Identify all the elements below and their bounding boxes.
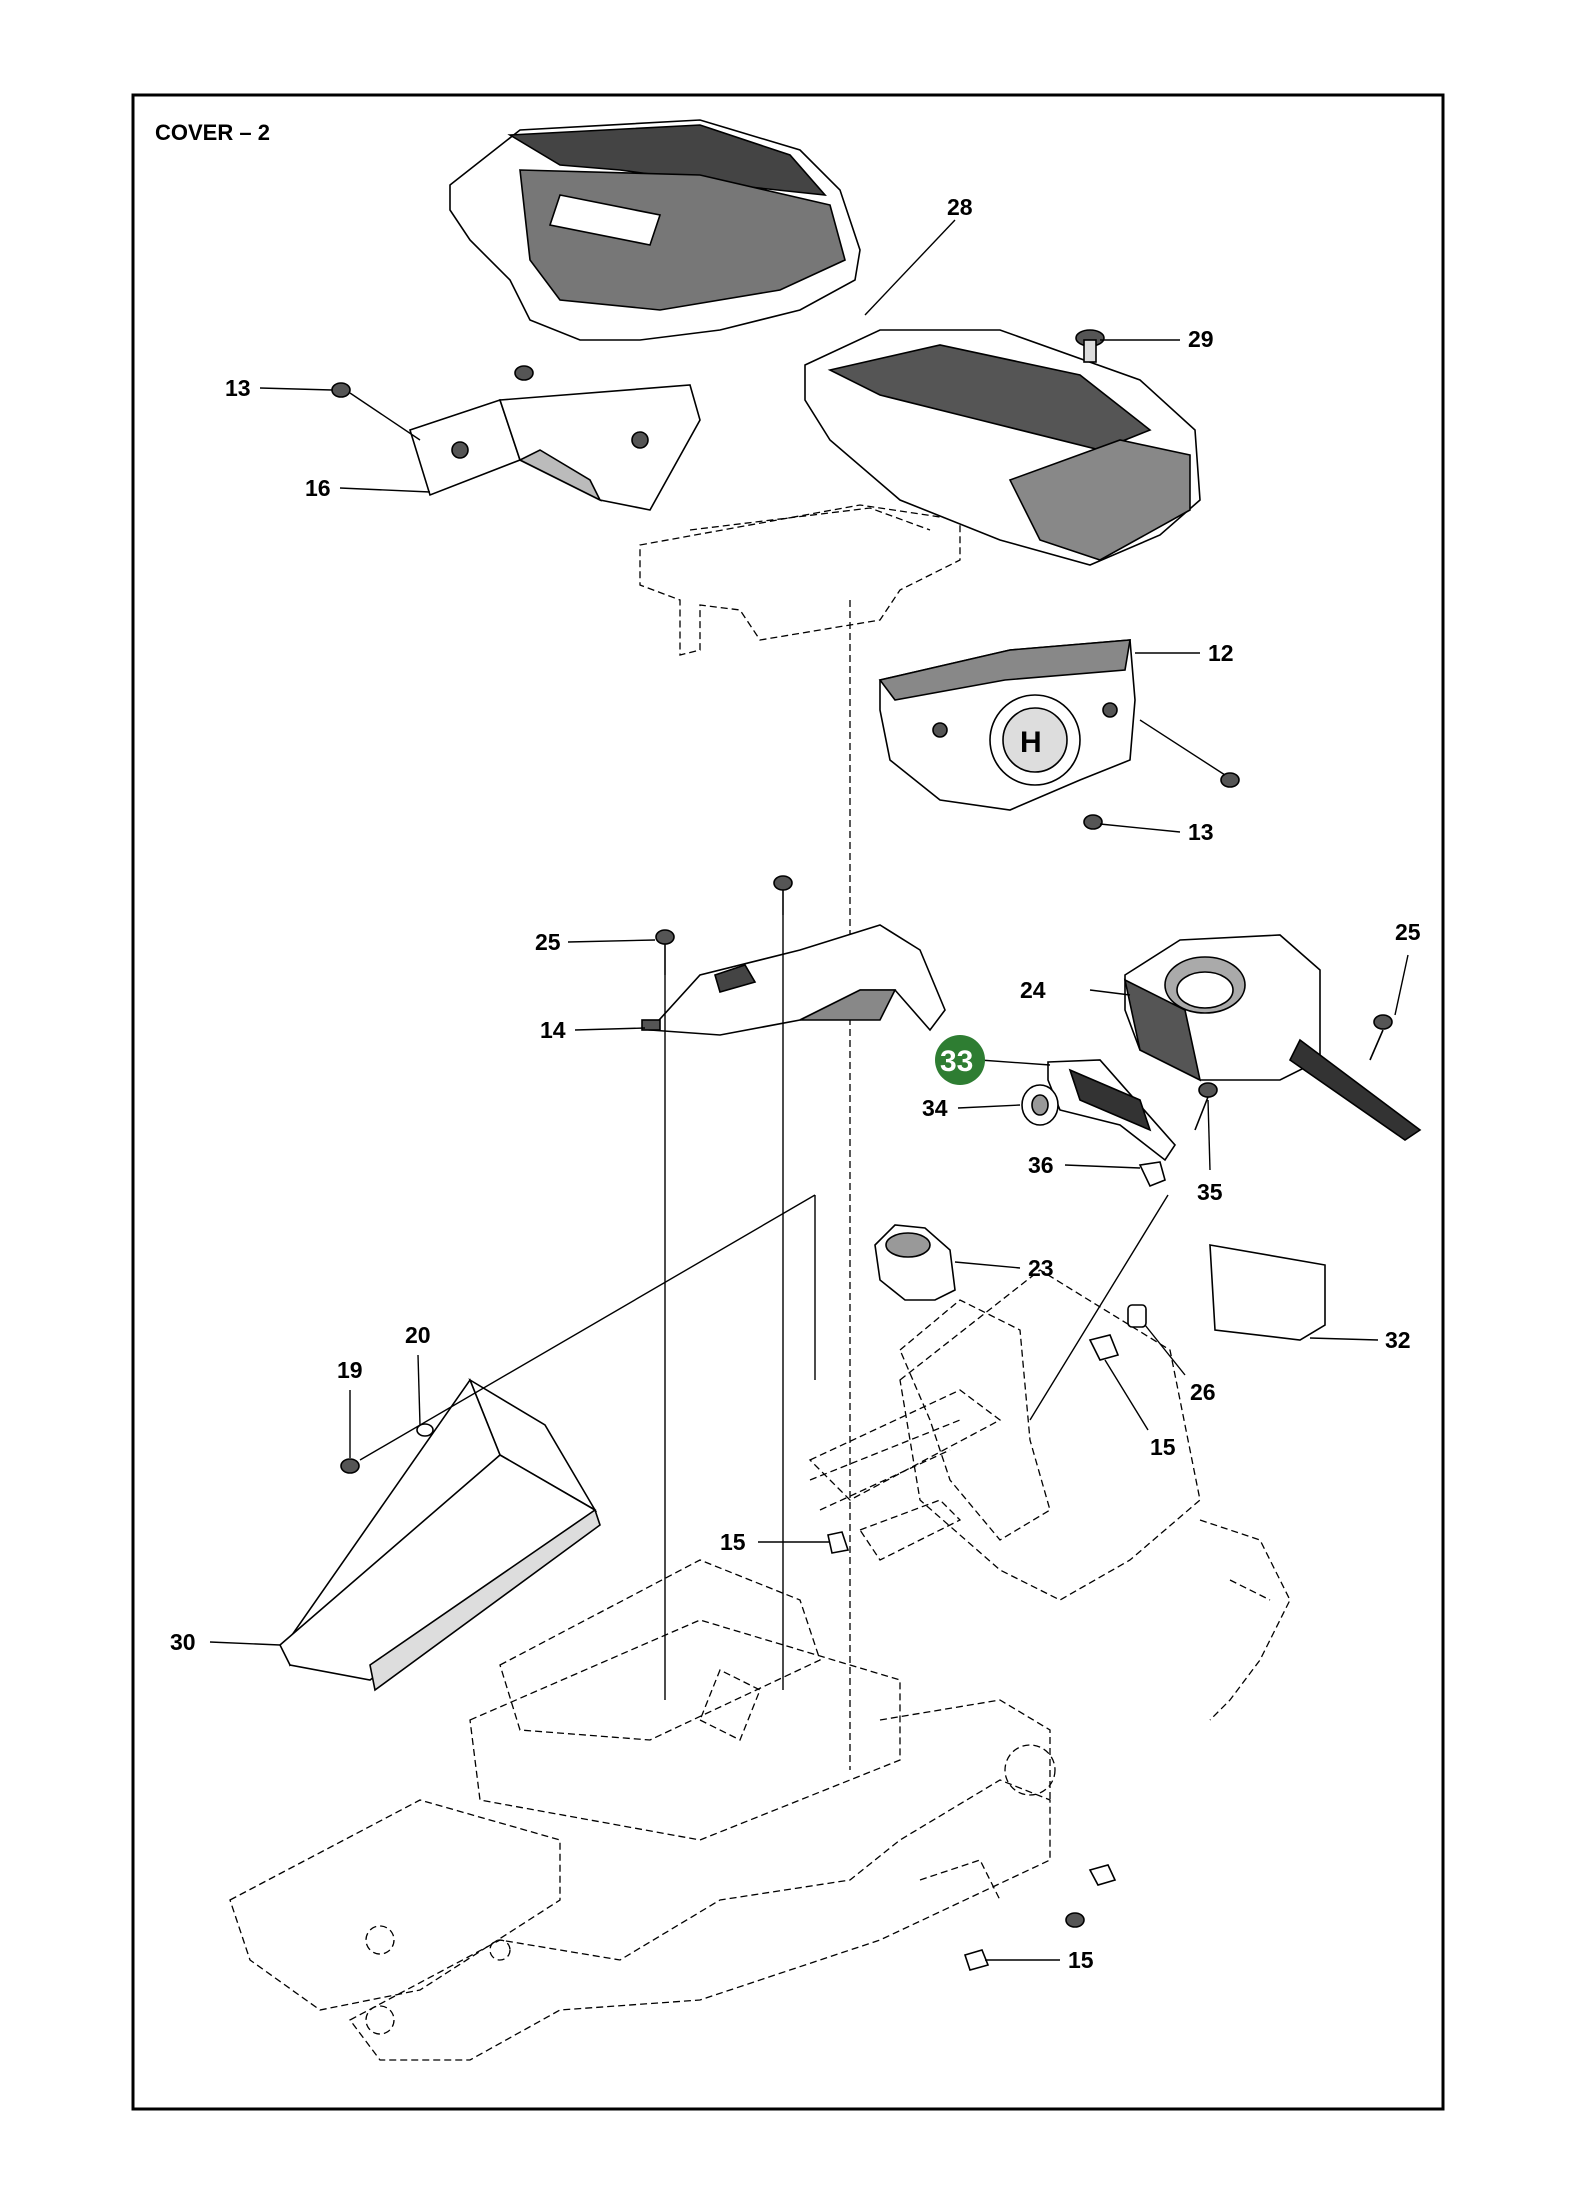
part-15-clip-b: [827, 1531, 850, 1554]
callout-26: 26: [1190, 1379, 1216, 1405]
callout-33-highlight: [935, 1035, 985, 1085]
part-33-bracket: [1047, 1059, 1177, 1162]
husqvarna-logo-mark: H: [1020, 726, 1042, 759]
part-28-upper-cover: [449, 119, 1201, 566]
part-26-spacer: [1127, 1304, 1147, 1328]
callout-32: 32: [1385, 1327, 1411, 1353]
part-14-cover: [641, 924, 946, 1036]
callout-13-right: 13: [1188, 819, 1214, 845]
screw-upper-left: [331, 365, 534, 398]
part-35-screw: [1194, 1082, 1218, 1131]
part-12-logo-cover: H: [878, 639, 1136, 811]
callout-33: 33: [940, 1045, 973, 1078]
steering-column-frame: [809, 1299, 1051, 1541]
part-24-housing: [1123, 934, 1422, 1141]
screws-25: [655, 875, 1393, 1061]
part-36-clip: [1138, 1161, 1166, 1188]
callout-15-middle: 15: [720, 1529, 746, 1555]
part-34-knob: [1021, 1084, 1059, 1126]
callout-36: 36: [1028, 1152, 1054, 1178]
part-23-boot: [874, 1224, 956, 1301]
part-29-screw: [1075, 329, 1105, 363]
part-30-plate: [279, 1378, 601, 1692]
callout-25-right: 25: [1395, 919, 1421, 945]
callout-20: 20: [405, 1322, 431, 1348]
chassis-frame: [229, 504, 1291, 2061]
callout-13-top: 13: [225, 375, 251, 401]
part-15-clip-a: [1088, 1334, 1120, 1361]
callout-16: 16: [305, 475, 331, 501]
diagram-title: COVER – 2: [155, 120, 270, 145]
part-15-clips-bottom: [963, 1864, 1117, 1971]
callout-14: 14: [540, 1017, 566, 1043]
callout-35: 35: [1197, 1179, 1223, 1205]
callout-34: 34: [922, 1095, 948, 1121]
callout-29: 29: [1188, 326, 1214, 352]
screws-13-right: [1083, 772, 1240, 830]
callout-28: 28: [947, 194, 973, 220]
callout-labels: 28 29 13 16 12 13 25 14 33 34 36 35 24 2…: [170, 194, 1421, 1973]
callout-15-bottom: 15: [1068, 1947, 1094, 1973]
leader-lines: [209, 219, 1409, 1961]
callout-25-left: 25: [535, 929, 561, 955]
callout-15-right: 15: [1150, 1434, 1176, 1460]
part-32-panel: [1209, 1244, 1326, 1341]
callout-23: 23: [1028, 1255, 1054, 1281]
callout-30: 30: [170, 1629, 196, 1655]
callout-24: 24: [1020, 977, 1046, 1003]
diagram-frame: [131, 93, 1445, 2111]
callout-19: 19: [337, 1357, 363, 1383]
part-16-bracket: [409, 384, 701, 511]
parts-19-20: [340, 1423, 434, 1474]
callout-12: 12: [1208, 640, 1234, 666]
